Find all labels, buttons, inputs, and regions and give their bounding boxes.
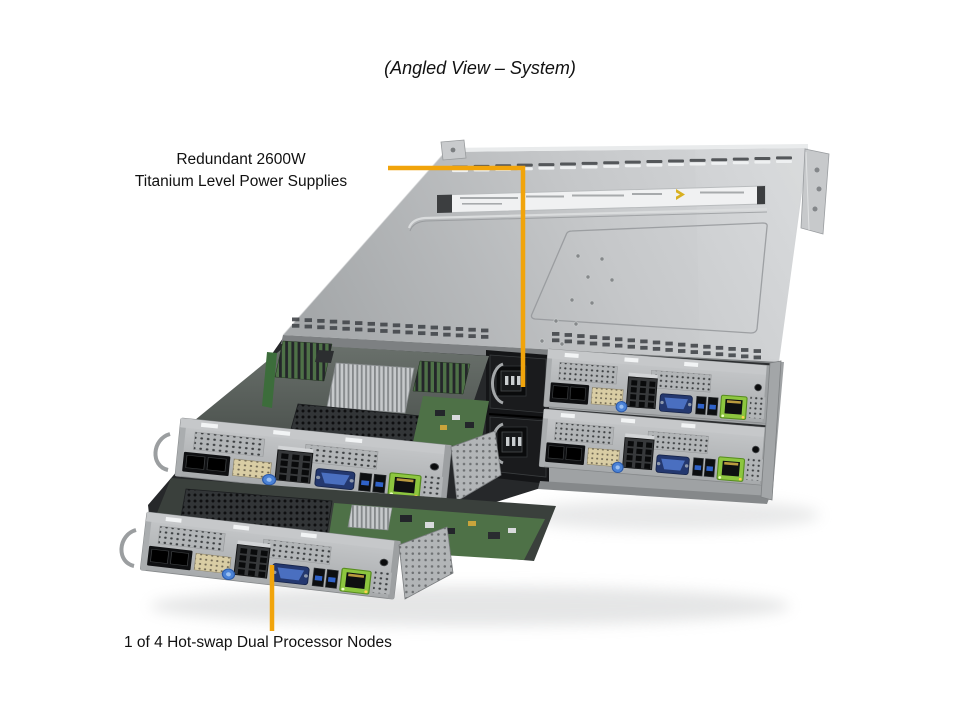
psu-callout-label: Redundant 2600W Titanium Level Power Sup… — [55, 149, 427, 193]
rack-ear — [800, 148, 830, 235]
tray-rail — [398, 526, 454, 600]
psu-bottom — [489, 416, 547, 478]
lid-screw-dots — [539, 253, 615, 347]
node-bottom-left — [119, 478, 556, 600]
chassis-right-rail — [760, 360, 782, 501]
node-callout-label: 1 of 4 Hot-swap Dual Processor Nodes — [124, 634, 392, 651]
cpu-heatsink — [326, 362, 415, 414]
view-title: (Angled View – System) — [384, 58, 576, 78]
label-emblem — [676, 189, 685, 200]
chassis-bottom-flange — [538, 481, 770, 504]
tray-rail — [450, 430, 502, 502]
callout-line-psu — [388, 165, 526, 387]
warning-label-strip — [436, 185, 766, 214]
pull-handle — [153, 432, 171, 472]
psu-callout-line1: Redundant 2600W — [176, 151, 306, 168]
psu-callout-line2: Titanium Level Power Supplies — [134, 173, 348, 190]
drop-shadow — [150, 499, 820, 626]
pcb-area — [413, 396, 489, 448]
psu-top — [489, 354, 547, 414]
dimm-bank — [412, 360, 471, 395]
lid-front-vents — [292, 317, 761, 360]
lid-access-panel-outline — [530, 222, 768, 334]
node-top-left — [153, 340, 502, 505]
pull-handle — [119, 528, 137, 568]
rear-bracket-tab — [440, 139, 467, 161]
